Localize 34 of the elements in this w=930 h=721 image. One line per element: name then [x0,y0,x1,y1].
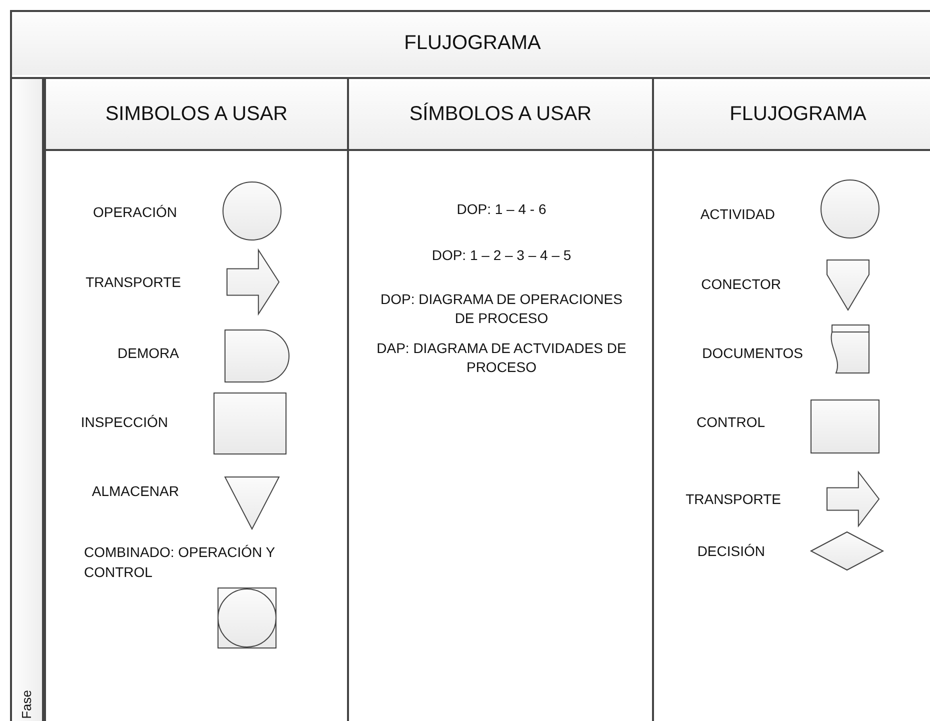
diamond-symbol [810,531,884,571]
symbol-label: CONECTOR [701,275,781,294]
note-text: DOP: 1 – 2 – 3 – 4 – 5 [430,246,572,265]
symbol-label: TRANSPORTE [86,273,181,292]
symbol-label: DOCUMENTOS [702,344,803,363]
block-arrow-symbol [226,249,280,315]
note-text: DOP: 1 – 4 - 6 [456,200,548,219]
circle-in-square-symbol [217,587,277,649]
phase-band [12,77,44,721]
note-text: DOP: DIAGRAMA DE OPERACIONES DE PROCESO [380,290,624,328]
delay-symbol [224,329,290,383]
phase-label: Fase [19,690,34,719]
pool [10,10,930,721]
document-symbol [828,324,870,374]
symbol-label: ACTIVIDAD [700,205,775,224]
symbol-label: TRANSPORTE [686,490,781,509]
symbol-label: DEMORA [118,344,179,363]
triangle-symbol [224,476,280,530]
swimlane [44,77,347,721]
symbol-label: ALMACENAR [92,482,179,501]
block-arrow-symbol [826,471,880,527]
symbol-label: INSPECCIÓN [80,413,168,432]
square-symbol [810,399,880,454]
swimlane [652,77,930,721]
square-symbol [213,392,287,455]
symbol-label: COMBINADO: OPERACIÓN Y CONTROL [84,543,276,582]
circle-symbol [222,181,282,241]
symbol-label: CONTROL [696,413,765,432]
connector-symbol [826,259,870,311]
symbol-label: DECISIÓN [697,542,765,561]
symbol-label: OPERACIÓN [92,203,177,222]
note-text: DAP: DIAGRAMA DE ACTVIDADES DE PROCESO [376,339,628,377]
swimlane [347,77,652,721]
circle-symbol [820,179,880,239]
